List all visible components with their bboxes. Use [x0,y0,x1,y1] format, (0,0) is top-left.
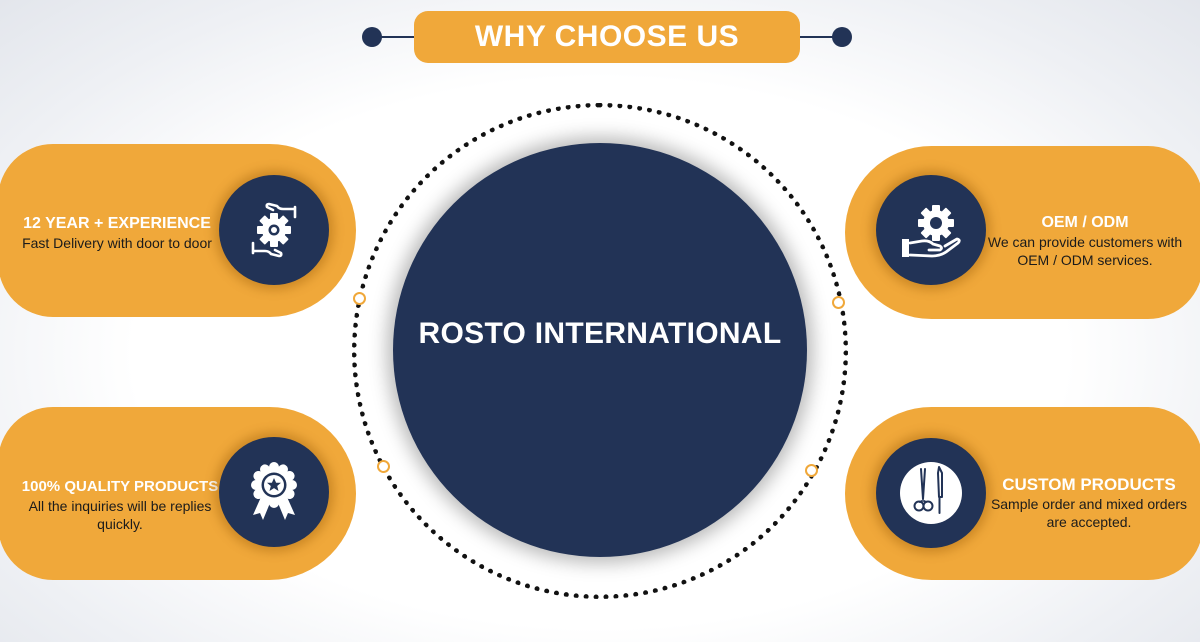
feature-text-custom: CUSTOM PRODUCTS Sample order and mixed o… [986,475,1192,531]
page-title: WHY CHOOSE US [474,20,740,53]
feature-icon-experience [219,175,329,285]
feature-icon-oem [876,175,986,285]
connector-dot-oem [832,296,845,309]
feature-icon-custom [876,438,986,548]
feature-icon-quality [219,437,329,547]
header-line-left [372,36,432,38]
connector-dot-custom [805,464,818,477]
feature-description-line-2: quickly. [97,516,143,532]
header-pill: WHY CHOOSE US [414,11,800,63]
header-line-right [782,36,842,38]
section-header: WHY CHOOSE US [362,11,852,63]
header-dot-right [832,27,852,47]
gear-hands-icon [251,202,297,258]
center-circle: ROSTO INTERNATIONAL [393,143,807,557]
dotted-ring [352,103,848,599]
feature-title: CUSTOM PRODUCTS [1002,475,1176,494]
feature-description-line-1: We can provide customers with [987,234,1183,250]
feature-title: 12 YEAR + EXPERIENCE [23,215,211,232]
gear-hand-icon [902,205,961,258]
feature-title: OEM / ODM [1041,214,1129,231]
connector-dot-experience [353,292,366,305]
feature-text-quality: 100% QUALITY PRODUCTS All the inquiries … [20,477,220,533]
connector-dot-quality [377,460,390,473]
company-name: ROSTO INTERNATIONAL [418,317,782,350]
feature-text-oem: OEM / ODM We can provide customers with … [982,213,1188,269]
feature-title: 100% QUALITY PRODUCTS [21,478,219,495]
feature-description-line-1: All the inquiries will be replies [28,498,212,514]
feature-description-line-2: are accepted. [1046,514,1132,530]
surgical-tools-icon [900,462,962,524]
feature-description-line-1: Sample order and mixed orders [990,496,1188,512]
header-dot-left [362,27,382,47]
quality-badge-icon [251,462,297,520]
feature-text-experience: 12 YEAR + EXPERIENCE Fast Delivery with … [6,214,228,252]
feature-description-line-2: OEM / ODM services. [1017,252,1153,268]
feature-description: Fast Delivery with door to door [22,235,212,251]
